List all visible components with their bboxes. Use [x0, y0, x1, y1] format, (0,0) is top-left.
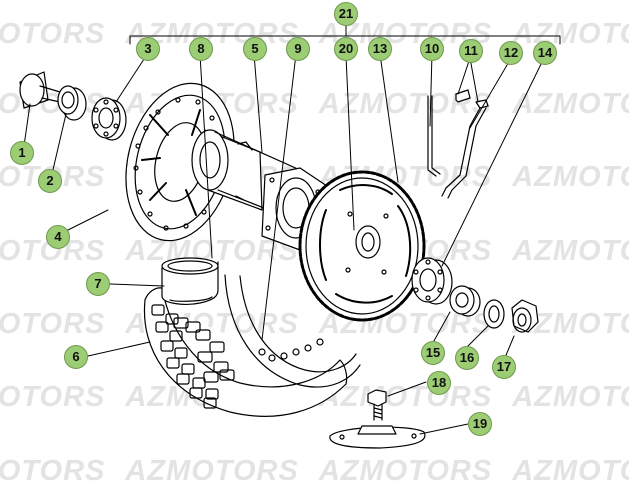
bearing-icon[interactable] [411, 257, 453, 305]
rim-lock-plate-icon[interactable] [329, 425, 426, 449]
spacer-icon[interactable] [449, 285, 481, 317]
rim-lock-icon[interactable] [161, 257, 219, 305]
brake-disc-icon[interactable] [110, 72, 250, 252]
bolt-icon[interactable] [367, 389, 387, 421]
callout-16[interactable]: 16 [455, 346, 479, 370]
callout-4[interactable]: 4 [46, 225, 70, 249]
callout-14[interactable]: 14 [533, 41, 557, 65]
chain-adjuster-icon[interactable] [427, 89, 489, 199]
callout-10[interactable]: 10 [420, 37, 444, 61]
callout-18[interactable]: 18 [427, 371, 451, 395]
callout-6[interactable]: 6 [64, 345, 88, 369]
callout-5[interactable]: 5 [243, 37, 267, 61]
leader-lines [23, 19, 561, 435]
callout-19[interactable]: 19 [468, 412, 492, 436]
spacer-icon[interactable] [57, 85, 87, 121]
sprocket-icon[interactable] [298, 170, 426, 322]
tire-icon[interactable] [143, 287, 348, 417]
callout-9[interactable]: 9 [286, 37, 310, 61]
callout-17[interactable]: 17 [492, 355, 516, 379]
callout-21[interactable]: 21 [334, 2, 358, 26]
callout-7[interactable]: 7 [86, 272, 110, 296]
callout-3[interactable]: 3 [136, 37, 160, 61]
callout-20[interactable]: 20 [334, 37, 358, 61]
axle-icon[interactable] [19, 71, 61, 109]
bearing-icon[interactable] [91, 97, 127, 141]
callout-8[interactable]: 8 [189, 37, 213, 61]
washer-icon[interactable] [483, 299, 505, 329]
callout-12[interactable]: 12 [499, 41, 523, 65]
rim-icon[interactable] [224, 274, 361, 388]
watermark-row: AZMOTORSAZMOTORSAZMOTORSAZMOTORS [0, 455, 629, 487]
callout-11[interactable]: 11 [459, 39, 483, 63]
callout-13[interactable]: 13 [368, 37, 392, 61]
callout-1[interactable]: 1 [10, 141, 34, 165]
callout-2[interactable]: 2 [38, 169, 62, 193]
nut-icon[interactable] [511, 299, 539, 333]
callout-15[interactable]: 15 [421, 341, 445, 365]
